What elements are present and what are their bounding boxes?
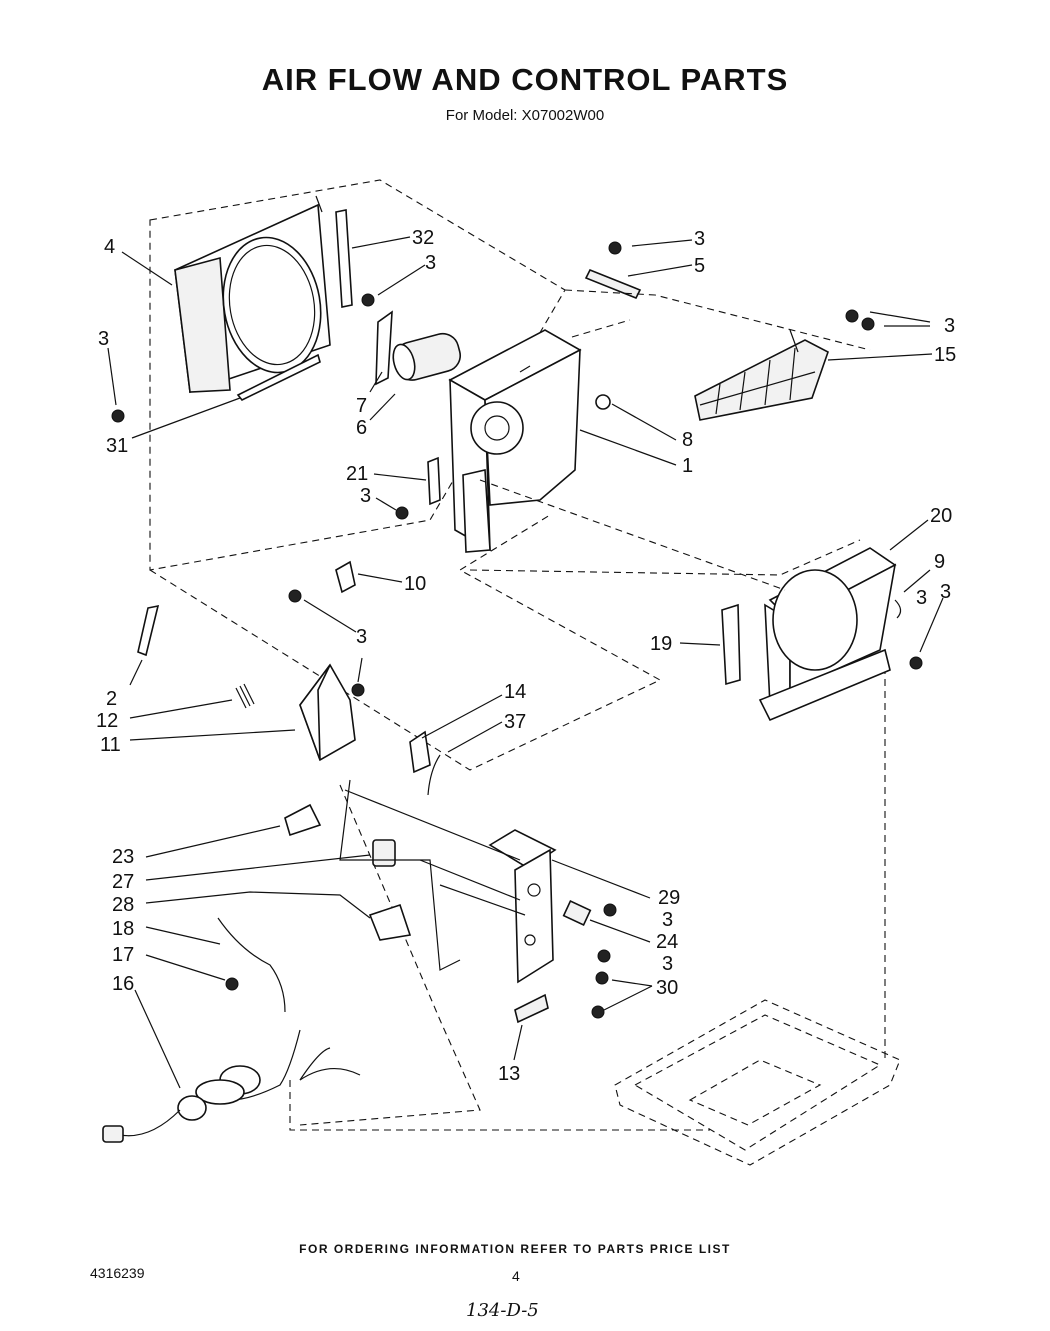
- callout-3: 3: [916, 587, 927, 609]
- callout-29: 29: [658, 887, 680, 909]
- callout-30: 30: [656, 977, 678, 999]
- handwritten-code: 134-D-5: [466, 1300, 539, 1321]
- callout-12: 12: [96, 710, 118, 732]
- top-strip-part: [584, 268, 642, 300]
- callout-3: 3: [944, 315, 955, 337]
- block-13-part: [514, 993, 549, 1024]
- gasket-strip-part: [236, 353, 321, 401]
- callout-3: 3: [356, 626, 367, 648]
- callout-32: 32: [412, 227, 434, 249]
- callout-24: 24: [656, 931, 678, 953]
- callout-4: 4: [104, 236, 115, 258]
- motor-mount-part: [448, 329, 582, 553]
- switch-27-part: [372, 839, 396, 867]
- bracket-14-part: [409, 730, 431, 774]
- callout-17: 17: [112, 944, 134, 966]
- callout-11: 11: [100, 734, 121, 756]
- control-bracket-part: [235, 663, 356, 762]
- callout-31: 31: [106, 435, 128, 457]
- callout-19: 19: [650, 633, 672, 655]
- center-group-outline: [149, 514, 662, 771]
- capacitor-part: [375, 310, 461, 386]
- control-panel-part: [488, 829, 557, 984]
- callout-15: 15: [934, 344, 956, 366]
- callout-1: 1: [682, 455, 693, 477]
- callout-10: 10: [404, 573, 426, 595]
- seal-strip-part: [335, 209, 353, 308]
- page-number: 4: [512, 1268, 520, 1284]
- fan-shroud-part: [758, 547, 902, 722]
- bracket-23-part: [284, 803, 322, 837]
- callout-3: 3: [694, 228, 705, 250]
- grille-part: [694, 329, 829, 421]
- callout-23: 23: [112, 846, 134, 868]
- callout-6: 6: [356, 417, 367, 439]
- callout-3: 3: [360, 485, 371, 507]
- callout-37: 37: [504, 711, 526, 733]
- callout-27: 27: [112, 871, 134, 893]
- bracket-19-part: [721, 603, 741, 686]
- page-title: AIR FLOW AND CONTROL PARTS: [261, 62, 789, 97]
- wiring-harness: [339, 779, 461, 971]
- callout-18: 18: [112, 918, 134, 940]
- callout-16: 16: [112, 973, 134, 995]
- power-cord-part: [102, 1029, 361, 1143]
- document-number: 4316239: [90, 1265, 145, 1281]
- wire-18-part: [217, 917, 286, 1013]
- cord-route-line: [289, 1080, 710, 1131]
- thermostat-28-part: [368, 903, 412, 941]
- callout-3: 3: [940, 581, 951, 603]
- spring-37-part: [427, 754, 441, 796]
- base-pan-outline: [614, 999, 901, 1166]
- callout-14: 14: [504, 681, 526, 703]
- callout-3: 3: [98, 328, 109, 350]
- right-group-outline: [469, 539, 861, 576]
- callout-28: 28: [112, 894, 134, 916]
- callout-20: 20: [930, 505, 952, 527]
- bracket-21-part: [427, 456, 441, 506]
- callout-3: 3: [662, 953, 673, 975]
- callout-9: 9: [934, 551, 945, 573]
- tube-part: [137, 604, 160, 657]
- screw-part: [111, 241, 923, 1019]
- leader-lines: [107, 236, 944, 1089]
- clip-10-part: [335, 560, 356, 594]
- callout-3: 3: [425, 252, 436, 274]
- switch-24-part: [562, 900, 592, 926]
- callout-2: 2: [106, 688, 117, 710]
- clip-part: [595, 394, 611, 410]
- callout-labels: 4 32 3 3 3 31 7 6 3 5 3 15 8 1 21 3 10 3…: [96, 227, 956, 1085]
- callout-7: 7: [356, 395, 367, 417]
- lower-group-outline: [299, 784, 481, 1126]
- callout-3: 3: [662, 909, 673, 931]
- callout-8: 8: [682, 429, 693, 451]
- callout-13: 13: [498, 1063, 520, 1085]
- ordering-note: FOR ORDERING INFORMATION REFER TO PARTS …: [299, 1242, 731, 1256]
- callout-5: 5: [694, 255, 705, 277]
- model-subtitle: For Model: X07002W00: [445, 107, 605, 124]
- callout-21: 21: [346, 463, 368, 485]
